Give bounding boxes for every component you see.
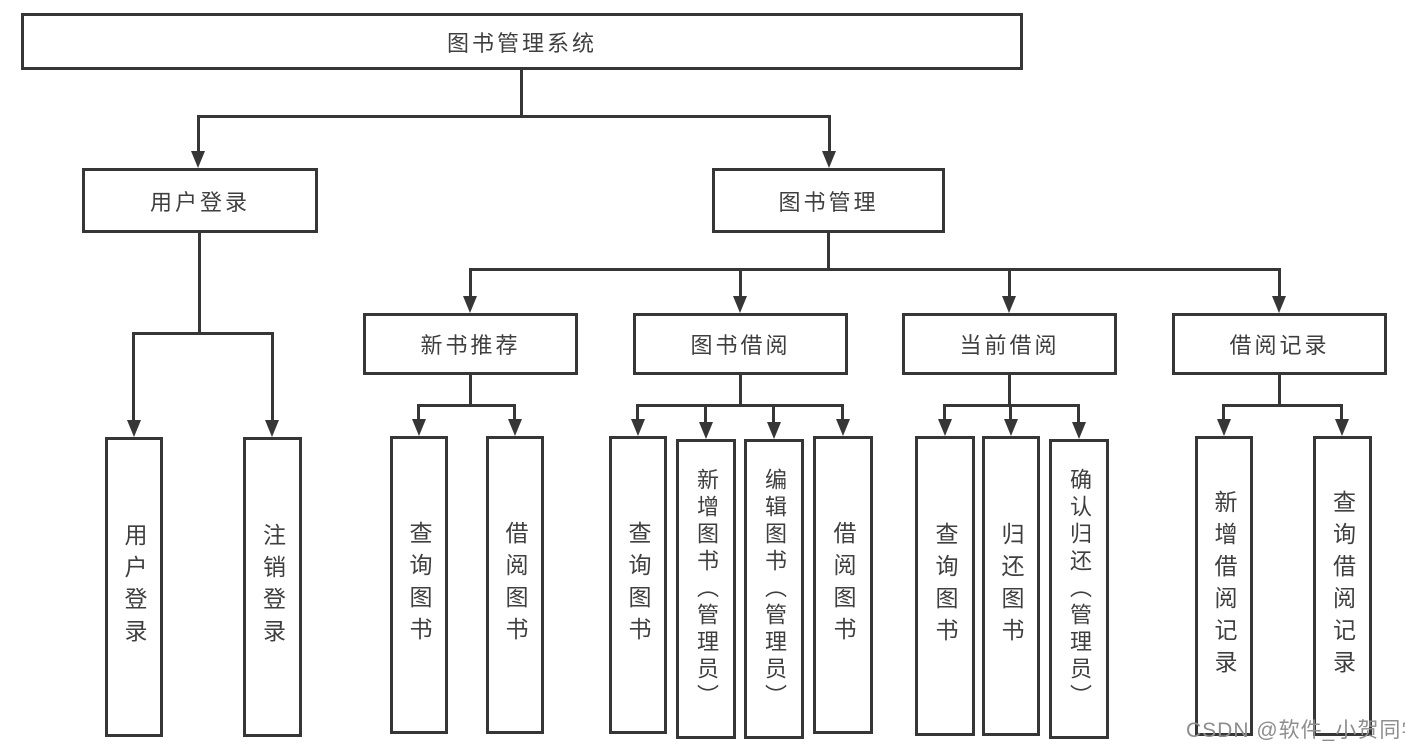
arrow-down-icon [938, 419, 952, 436]
arrow-down-icon [265, 420, 279, 437]
connector-book-management-branch [469, 268, 1281, 271]
connector-to-new-book [469, 268, 472, 297]
arrow-down-icon [767, 422, 781, 439]
leaf-add-borrow-record: 新增借阅记录 [1195, 436, 1253, 736]
connector-borrow-record-down [1278, 375, 1281, 406]
node-book-management: 图书管理 [712, 168, 945, 233]
node-book-management-label: 图书管理 [778, 189, 879, 215]
node-new-book-recommend: 新书推荐 [363, 313, 578, 375]
arrow-down-icon [412, 419, 426, 436]
arrow-down-icon [1217, 419, 1231, 436]
arrow-down-icon [1072, 422, 1086, 439]
leaf-add-borrow-record-label: 新增借阅记录 [1211, 490, 1237, 682]
connector-leaf [841, 404, 844, 421]
connector-new-book-branch [417, 404, 516, 407]
connector-leaf [417, 404, 420, 421]
leaf-add-book-admin-label: 新增图书（管理员） [694, 467, 719, 711]
leaf-query-borrow-record-label: 查询借阅记录 [1329, 490, 1356, 682]
connector-to-login-leaf [132, 332, 135, 421]
node-borrow-record-label: 借阅记录 [1229, 333, 1330, 358]
node-root-label: 图书管理系统 [446, 30, 597, 56]
connector-to-book-borrow [739, 268, 742, 297]
connector-leaf [1009, 404, 1012, 421]
connector-root-branch [197, 115, 831, 118]
connector-leaf [704, 404, 707, 424]
leaf-confirm-return-admin-label: 确认归还（管理员） [1067, 467, 1092, 711]
connector-borrow-record-branch [1222, 404, 1343, 407]
leaf-logout-label: 注销登录 [259, 523, 286, 651]
node-user-login-label: 用户登录 [149, 189, 250, 215]
leaf-return-book-label: 归还图书 [998, 522, 1024, 650]
connector-leaf [1340, 404, 1343, 421]
node-current-borrow-label: 当前借阅 [959, 333, 1060, 358]
node-root: 图书管理系统 [21, 13, 1023, 70]
arrow-down-icon [836, 419, 850, 436]
arrow-down-icon [699, 422, 713, 439]
leaf-query-book-label: 查询图书 [932, 522, 958, 650]
node-user-login: 用户登录 [82, 168, 318, 233]
leaf-add-book-admin: 新增图书（管理员） [676, 439, 736, 739]
leaf-user-login-label: 用户登录 [121, 523, 147, 651]
node-book-borrow-label: 图书借阅 [690, 333, 791, 358]
connector-root-down [520, 70, 523, 118]
connector-current-borrow-down [1008, 375, 1011, 406]
leaf-query-book-label: 查询图书 [625, 521, 651, 649]
leaf-logout: 注销登录 [243, 437, 302, 737]
node-current-borrow: 当前借阅 [902, 313, 1117, 375]
leaf-borrow-book-label: 借阅图书 [830, 521, 856, 649]
connector-leaf [636, 404, 639, 421]
leaf-edit-book-admin: 编辑图书（管理员） [744, 439, 804, 739]
arrow-down-icon [127, 420, 141, 437]
connector-book-management-down [827, 233, 830, 271]
arrow-down-icon [1335, 419, 1349, 436]
connector-book-borrow-branch [636, 404, 844, 407]
leaf-borrow-book: 借阅图书 [813, 436, 873, 734]
arrow-down-icon [191, 151, 205, 168]
leaf-query-book: 查询图书 [390, 436, 448, 734]
connector-book-borrow-down [739, 375, 742, 406]
arrow-down-icon [1004, 419, 1018, 436]
leaf-confirm-return-admin: 确认归还（管理员） [1049, 439, 1109, 739]
leaf-edit-book-admin-label: 编辑图书（管理员） [762, 467, 787, 711]
csdn-watermark: CSDN @软件_小贺同学 [1186, 719, 1405, 742]
connector-user-login-branch [132, 332, 274, 335]
leaf-query-borrow-record: 查询借阅记录 [1313, 436, 1372, 736]
leaf-query-book: 查询图书 [915, 436, 975, 736]
connector-leaf [1222, 404, 1225, 421]
connector-user-login-down [198, 233, 201, 335]
arrow-down-icon [822, 151, 836, 168]
connector-to-logout-leaf [271, 332, 274, 421]
node-new-book-recommend-label: 新书推荐 [420, 333, 521, 358]
connector-to-book-management [828, 115, 831, 152]
arrow-down-icon [733, 296, 747, 313]
connector-to-current-borrow [1008, 268, 1011, 297]
connector-leaf [943, 404, 946, 421]
arrow-down-icon [1272, 296, 1286, 313]
leaf-return-book: 归还图书 [982, 436, 1040, 736]
node-borrow-record: 借阅记录 [1172, 313, 1387, 375]
leaf-user-login: 用户登录 [105, 437, 163, 737]
connector-new-book-down [469, 375, 472, 406]
leaf-borrow-book-label: 借阅图书 [502, 521, 528, 649]
connector-to-borrow-record [1278, 268, 1281, 297]
arrow-down-icon [508, 419, 522, 436]
leaf-query-book: 查询图书 [609, 436, 667, 734]
connector-leaf [1077, 404, 1080, 424]
arrow-down-icon [1002, 296, 1016, 313]
node-book-borrow: 图书借阅 [633, 313, 848, 375]
connector-leaf [772, 404, 775, 424]
arrow-down-icon [631, 419, 645, 436]
leaf-query-book-label: 查询图书 [406, 521, 432, 649]
leaf-borrow-book: 借阅图书 [486, 436, 544, 734]
connector-leaf [513, 404, 516, 421]
arrow-down-icon [463, 296, 477, 313]
connector-to-user-login [197, 115, 200, 152]
